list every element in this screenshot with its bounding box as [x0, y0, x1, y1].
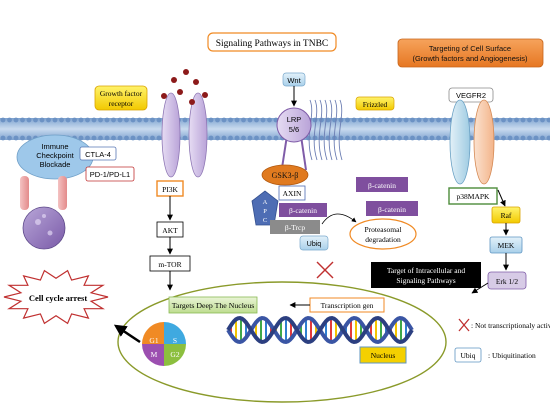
free-beta-catenin: β-catenin β-catenin [356, 177, 418, 216]
svg-text:GSK3-β: GSK3-β [272, 171, 299, 180]
svg-text:Ubiq: Ubiq [461, 351, 476, 360]
svg-text:Checkpoint: Checkpoint [36, 151, 74, 160]
svg-text:Ubiq: Ubiq [307, 241, 322, 248]
svg-text:MEK: MEK [498, 241, 515, 250]
svg-text:Targeting of Cell Surface: Targeting of Cell Surface [429, 44, 511, 53]
svg-text:Signaling Pathways: Signaling Pathways [396, 276, 455, 285]
frizzled-coils [308, 99, 343, 161]
proteasomal-degradation: Proteasomal degradation [321, 213, 417, 250]
svg-text:: Not transcriptionaly activ: : Not transcriptionaly activ [471, 321, 550, 330]
growth-factor-receptor: Growth factor receptor [94, 69, 208, 178]
svg-text:LRP: LRP [287, 115, 302, 124]
nucleus: Targets Deep The Nucleus Transcription g… [117, 281, 447, 403]
ligand-dots [161, 69, 208, 105]
svg-text:: Ubiquitination: : Ubiquitination [488, 351, 536, 360]
immune-checkpoint: Immune Checkpoint Blockade CTLA-4 PD-1/P… [16, 134, 135, 250]
cell-surface-box: Targeting of Cell Surface (Growth factor… [397, 38, 544, 68]
legend: : Not transcriptionaly activ Ubiq : Ubiq… [454, 318, 550, 363]
title-box: Signaling Pathways in TNBC [207, 32, 337, 52]
svg-text:P: P [263, 208, 267, 215]
svg-text:Targets Deep The Nucleus: Targets Deep The Nucleus [172, 301, 255, 310]
svg-text:receptor: receptor [109, 99, 134, 108]
svg-text:S: S [173, 336, 177, 345]
svg-text:A: A [263, 199, 268, 206]
svg-text:β-catenin: β-catenin [289, 206, 317, 215]
svg-text:Wnt: Wnt [287, 76, 301, 85]
legend-cross-icon [458, 318, 470, 332]
svg-text:CTLA-4: CTLA-4 [85, 150, 111, 159]
svg-text:Frizzled: Frizzled [363, 100, 388, 109]
destruction-complex: GSK3-β A P C AXIN β-catenin β-Trcp Ubiq [251, 164, 329, 251]
vegfr2-pathway: VEGFR2 p38MAPK Raf MEK Erk 1/2 [448, 87, 527, 294]
svg-text:Growth factor: Growth factor [100, 89, 143, 98]
svg-text:Immune: Immune [41, 142, 68, 151]
page-title: Signaling Pathways in TNBC [216, 39, 329, 49]
svg-text:C: C [263, 217, 267, 224]
svg-text:Raf: Raf [501, 211, 512, 220]
svg-text:PI3K: PI3K [162, 185, 178, 194]
svg-text:Nucleus: Nucleus [371, 351, 396, 360]
cross-mark-beta-catenin [316, 261, 334, 279]
svg-text:Blockade: Blockade [40, 160, 71, 169]
cell-cycle-arrest-burst: Cell cycle arrest [3, 269, 109, 325]
svg-text:β-catenin: β-catenin [378, 205, 406, 214]
svg-text:5/6: 5/6 [289, 125, 299, 134]
svg-text:Erk 1/2: Erk 1/2 [496, 277, 519, 286]
svg-text:Target of Intracellular and: Target of Intracellular and [387, 266, 466, 275]
svg-text:p38MAPK: p38MAPK [457, 192, 491, 201]
svg-text:Cell cycle arrest: Cell cycle arrest [29, 293, 88, 303]
intracellular-target-box: Target of Intracellular and Signaling Pa… [371, 262, 481, 288]
svg-text:AXIN: AXIN [283, 189, 302, 198]
svg-text:VEGFR2: VEGFR2 [456, 91, 486, 100]
svg-text:G1: G1 [149, 336, 158, 345]
pi3k-pathway: PI3K AKT m-TOR [149, 180, 191, 291]
svg-text:AKT: AKT [162, 226, 178, 235]
svg-text:Proteasomal: Proteasomal [364, 225, 401, 234]
svg-text:G2: G2 [170, 350, 179, 359]
cell-cycle-chart: G1 S M G2 [142, 322, 186, 366]
wnt-receptor-complex: Wnt Frizzled LRP 5/6 [276, 72, 395, 171]
svg-text:degradation: degradation [365, 235, 401, 244]
svg-text:β-Trcp: β-Trcp [285, 223, 305, 232]
dna-helix [226, 315, 414, 345]
svg-text:m-TOR: m-TOR [158, 260, 181, 269]
svg-text:Transcription gen: Transcription gen [321, 301, 374, 310]
svg-text:PD-1/PD-L1: PD-1/PD-L1 [90, 170, 130, 179]
svg-text:β-catenin: β-catenin [368, 181, 396, 190]
svg-text:M: M [151, 350, 158, 359]
arrow-to-cell-cycle-arrest [113, 324, 141, 344]
svg-text:(Growth factors and Angiogenes: (Growth factors and Angiogenesis) [412, 54, 528, 63]
